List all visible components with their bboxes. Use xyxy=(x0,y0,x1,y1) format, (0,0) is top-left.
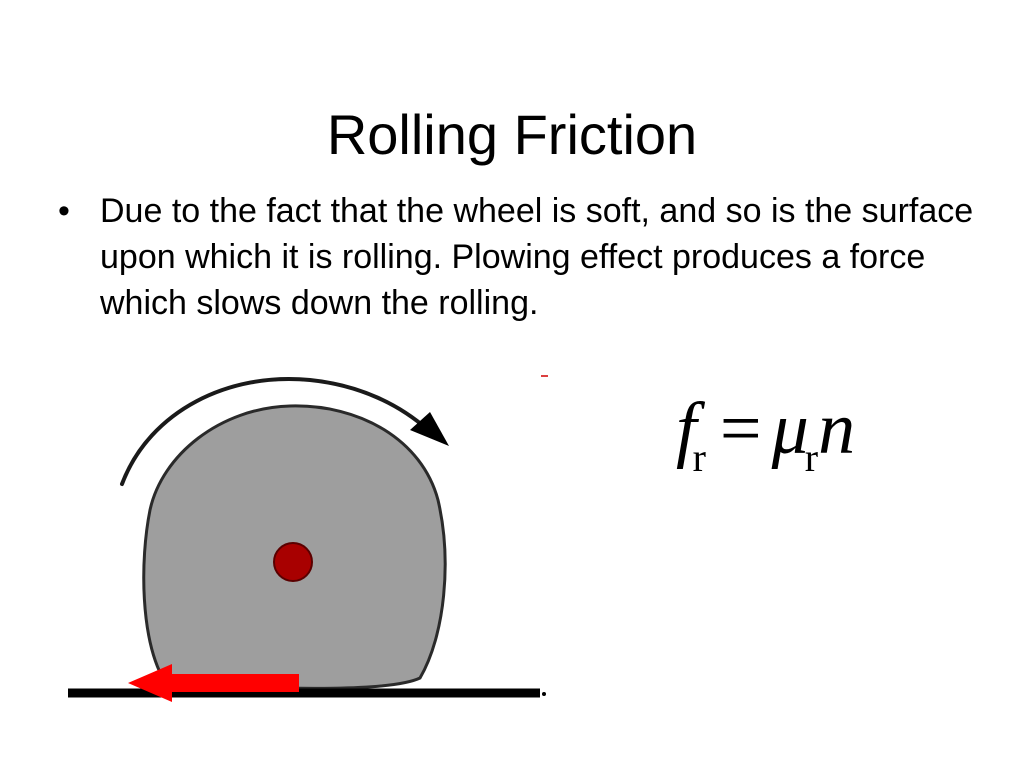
friction-arrow-shaft xyxy=(165,674,299,692)
axle-dot xyxy=(273,542,313,582)
ground-line-end xyxy=(542,692,546,696)
friction-arrow-head-icon xyxy=(128,664,172,702)
rotation-arc-icon xyxy=(120,377,430,486)
rolling-friction-formula: fr=μrn xyxy=(676,384,855,485)
force-subscript: r xyxy=(692,435,706,480)
bullet-dot: • xyxy=(58,192,70,230)
slide-title: Rolling Friction xyxy=(326,102,698,166)
rotation-arrowhead-icon xyxy=(410,412,449,446)
force-symbol: f xyxy=(676,388,697,470)
normal-force-symbol: n xyxy=(818,388,856,470)
bullet-text: Due to the fact that the wheel is soft, … xyxy=(100,192,974,322)
bullet-item: • Due to the fact that the wheel is soft… xyxy=(58,188,998,326)
coefficient-subscript: r xyxy=(804,435,819,480)
bullet-list: • Due to the fact that the wheel is soft… xyxy=(58,188,998,326)
coefficient-symbol: μ xyxy=(771,388,809,470)
equals-sign: = xyxy=(719,388,762,470)
